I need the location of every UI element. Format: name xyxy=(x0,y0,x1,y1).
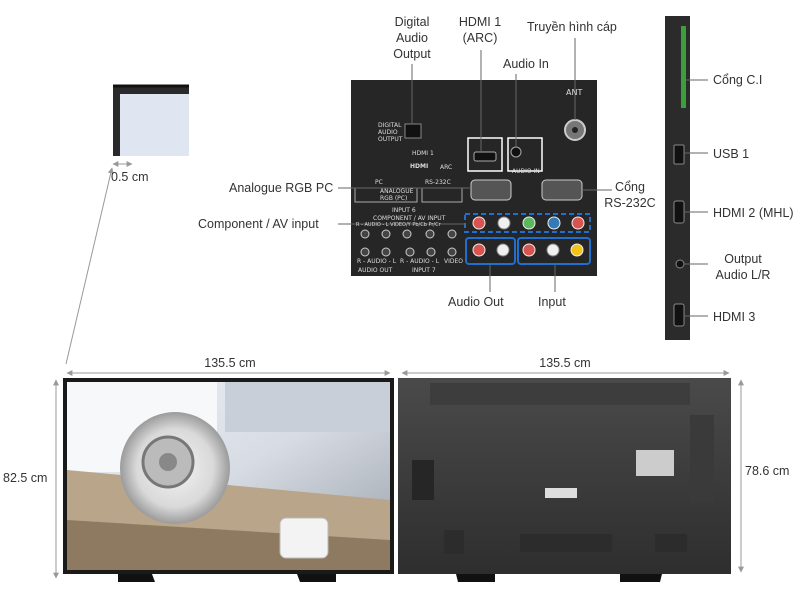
label-hdmi3: HDMI 3 xyxy=(713,310,756,324)
label-hdmi2-mhl: HDMI 2 (MHL) xyxy=(713,206,794,220)
panel-analogue-rgb-line: ANALOGUE xyxy=(380,188,414,195)
panel-video: VIDEO xyxy=(444,258,464,265)
leader-lines xyxy=(338,38,708,317)
dim-width-back: 135.5 cm xyxy=(539,356,591,370)
panel-ant: ANT xyxy=(566,88,583,97)
panel-input6: INPUT 6 xyxy=(392,207,416,214)
bezel-zoom xyxy=(65,84,189,365)
panel-digital-audio-line: AUDIO xyxy=(378,129,398,136)
label-hdmi1-arc: HDMI 1 (ARC) xyxy=(450,14,510,46)
panel-arc: ARC xyxy=(440,164,453,171)
rear-connection-panel xyxy=(351,80,597,276)
label-line: Audio xyxy=(396,31,428,45)
panel-component-av: COMPONENT / AV INPUT xyxy=(373,215,446,222)
panel-audio-l-r: R - AUDIO - L xyxy=(357,258,397,265)
label-line: Audio L/R xyxy=(715,268,771,282)
panel-digital-audio-line: DIGITAL xyxy=(378,122,402,129)
label-ci-port: Cổng C.I xyxy=(713,73,763,87)
side-connection-panel xyxy=(665,16,690,340)
label-line: HDMI 1 xyxy=(458,15,502,29)
label-digital-audio-output: Digital Audio Output xyxy=(382,14,442,62)
panel-pc: PC xyxy=(375,179,383,186)
label-audio-in: Audio In xyxy=(503,57,549,71)
label-cable-tv: Truyền hình cáp xyxy=(527,20,617,34)
dim-height-back: 78.6 cm xyxy=(745,464,790,478)
label-analogue-rgb-pc: Analogue RGB PC xyxy=(229,181,334,195)
label-audio-out: Audio Out xyxy=(448,295,504,309)
label-line: Cổng xyxy=(615,180,645,194)
label-output-audio: Output Audio L/R xyxy=(708,251,778,283)
label-usb1: USB 1 xyxy=(713,147,750,161)
tv-back xyxy=(398,370,744,582)
panel-input7: INPUT 7 xyxy=(412,267,436,274)
label-line: Output xyxy=(724,252,762,266)
label-line: Digital xyxy=(394,15,430,29)
panel-audio-out: AUDIO OUT xyxy=(358,267,393,274)
label-line: RS-232C xyxy=(604,196,656,210)
panel-digital-audio: DIGITAL AUDIO OUTPUT xyxy=(378,122,402,143)
dim-bezel: 0.5 cm xyxy=(111,170,149,184)
panel-rs232c: RS-232C xyxy=(425,179,451,186)
panel-audio-in: AUDIO IN xyxy=(512,168,540,175)
tv-front xyxy=(53,370,394,582)
panel-audio-l-r2: R - AUDIO - L xyxy=(400,258,440,265)
panel-channels: R - AUDIO - L VIDEO/Y Pb/Cb Pr/Cr xyxy=(356,222,441,228)
dim-width-front: 135.5 cm xyxy=(204,356,256,370)
label-line: (ARC) xyxy=(462,31,498,45)
panel-analogue-rgb: ANALOGUE RGB (PC) xyxy=(380,188,413,202)
label-component-av-input: Component / AV input xyxy=(198,217,319,231)
label-line: Output xyxy=(393,47,431,61)
panel-analogue-rgb-line: RGB (PC) xyxy=(380,195,408,202)
panel-hdmi1: HDMI 1 xyxy=(412,150,434,157)
label-input: Input xyxy=(538,295,566,309)
label-rs232c: Cổng RS-232C xyxy=(600,179,660,211)
dim-height-front: 82.5 cm xyxy=(3,470,48,486)
panel-digital-audio-line: OUTPUT xyxy=(378,136,403,143)
panel-hdmi-logo: HDMI xyxy=(410,163,429,170)
